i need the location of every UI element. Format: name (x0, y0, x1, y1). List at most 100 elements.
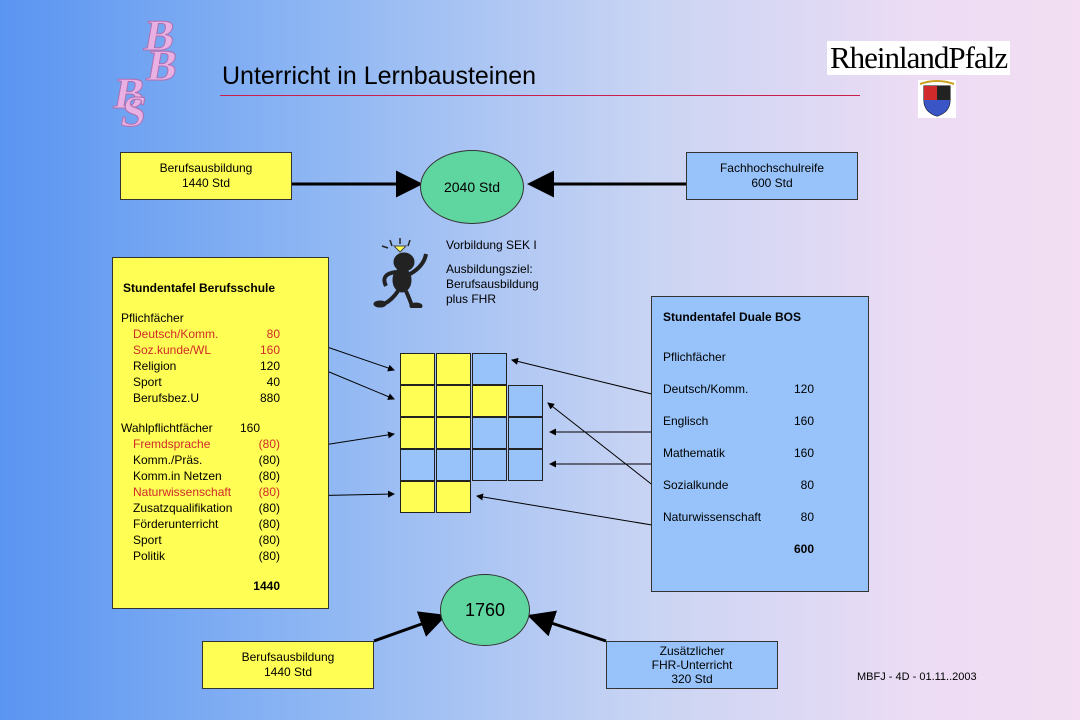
subject-row: Naturwissenschaft (80) (133, 484, 280, 500)
subject-row: Zusatzqualifikation (80) (133, 500, 280, 516)
subject-hours: (80) (258, 437, 280, 451)
subject-hours: (80) (258, 469, 280, 483)
subject-name: Komm.in Netzen (133, 469, 222, 483)
subject-name: Sozialkunde (663, 478, 729, 492)
fachhochschulreife-box: Fachhochschulreife 600 Std (686, 152, 858, 200)
bos-total-row: 600 (663, 541, 814, 557)
subject-name: Englisch (663, 414, 709, 428)
grid-cell (400, 353, 435, 385)
page-title: Unterricht in Lernbausteinen (222, 62, 537, 90)
box-line: 600 Std (751, 176, 793, 190)
grid-cell (400, 481, 435, 513)
berufsschule-total-row: 1440 (121, 578, 280, 594)
subject-name: Fremdsprache (133, 437, 211, 451)
subject-name: Komm./Präs. (133, 453, 203, 467)
berufsausbildung-box-top: Berufsausbildung 1440 Std (120, 152, 292, 200)
figure-note: Vorbildung SEK I Ausbildungsziel: Berufs… (446, 238, 539, 307)
fhr-unterricht-box: Zusätzlicher FHR-Unterricht 320 Std (606, 641, 778, 689)
subject-name: Deutsch/Komm. (133, 327, 219, 341)
grid-cell (436, 481, 471, 513)
grid-cell (508, 449, 543, 481)
subject-name: Berufsbez.U (133, 391, 200, 405)
subject-hours: 160 (259, 343, 280, 357)
note-line: Vorbildung SEK I (446, 238, 537, 252)
bos-pflicht-label: Pflichfächer (663, 350, 726, 364)
grid-cell (508, 417, 543, 449)
wahl-header: Wahlpflichtfächer 160 (121, 420, 280, 436)
subject-row: Sport (80) (133, 532, 280, 548)
grid-cell (436, 449, 471, 481)
grid-cell (508, 385, 543, 417)
box-line: FHR-Unterricht (651, 658, 733, 672)
subject-name: Sport (133, 375, 162, 389)
subject-name: Religion (133, 359, 177, 373)
stundentafel-duale-bos: Stundentafel Duale BOS Pflichfächer Deut… (651, 296, 869, 592)
stundentafel-berufsschule: Stundentafel Berufsschule Pflichfächer D… (112, 257, 329, 609)
total-label: 2040 Std (443, 179, 501, 195)
bbbs-logo: B B B S (110, 10, 182, 128)
box-line: 320 Std (671, 672, 713, 686)
box-line: Berufsausbildung (159, 161, 253, 175)
subject-row: Sport 40 (133, 374, 280, 390)
subject-hours: 120 (259, 359, 280, 373)
subject-name: Naturwissenschaft (133, 485, 232, 499)
subject-hours: (80) (258, 549, 280, 563)
subject-name: Naturwissenschaft (663, 510, 762, 524)
subject-row: Förderunterricht (80) (133, 516, 280, 532)
subject-hours: (80) (258, 517, 280, 531)
grid-cell (436, 353, 471, 385)
subject-hours: 160 (793, 446, 814, 460)
wahl-list: Fremdsprache(80)Komm./Präs.(80)Komm.in N… (121, 436, 280, 564)
subject-name: Zusatzqualifikation (133, 501, 233, 515)
subject-name: Soz.kunde/WL (133, 343, 212, 357)
subject-name: Deutsch/Komm. (663, 382, 749, 396)
grid-cell (400, 449, 435, 481)
subject-name: Sport (133, 533, 162, 547)
subject-hours: 80 (800, 478, 814, 492)
total-ellipse-bottom: 1760 (440, 574, 530, 646)
subject-row: Komm.in Netzen (80) (133, 468, 280, 484)
lernbaustein-grid (400, 353, 546, 513)
subject-name: Förderunterricht (133, 517, 219, 531)
total-ellipse-top: 2040 Std (420, 150, 524, 224)
pflicht-label: Pflichfächer (121, 311, 184, 325)
note-line: Ausbildungsziel: (446, 262, 533, 276)
subject-name: Politik (133, 549, 166, 563)
subject-hours: 80 (266, 327, 280, 341)
rheinland-pfalz-logo: RheinlandPfalz (827, 41, 1011, 75)
box-line: 1440 Std (263, 665, 313, 679)
subject-hours: (80) (258, 501, 280, 515)
note-line: plus FHR (446, 292, 497, 306)
subject-row: Englisch 160 (663, 413, 814, 429)
wahl-label: Wahlpflichtfächer (121, 421, 213, 435)
footer-reference: MBFJ - 4D - 01.11..2003 (857, 671, 977, 683)
subject-hours: (80) (258, 485, 280, 499)
subject-row: Komm./Präs. (80) (133, 452, 280, 468)
grid-cell (436, 385, 471, 417)
bos-heading: Stundentafel Duale BOS (663, 310, 802, 324)
bos-total: 600 (793, 542, 814, 556)
subject-row: Deutsch/Komm. 120 (663, 381, 814, 397)
note-line: Berufsausbildung (446, 277, 539, 291)
subject-row: Politik (80) (133, 548, 280, 564)
subject-row: Deutsch/Komm. 80 (133, 326, 280, 342)
subject-hours: 120 (793, 382, 814, 396)
subject-row: Sozialkunde 80 (663, 477, 814, 493)
subject-hours: 80 (800, 510, 814, 524)
coat-of-arms-icon (918, 80, 956, 118)
grid-cell (436, 417, 471, 449)
subject-row: Religion 120 (133, 358, 280, 374)
subject-hours: 160 (793, 414, 814, 428)
title-underline (220, 95, 860, 96)
subject-hours: (80) (258, 453, 280, 467)
berufsausbildung-box-bottom: Berufsausbildung 1440 Std (202, 641, 374, 689)
subject-hours: (80) (258, 533, 280, 547)
subject-hours: 40 (266, 375, 280, 389)
box-line: 1440 Std (181, 176, 231, 190)
subject-row: Soz.kunde/WL 160 (133, 342, 280, 358)
